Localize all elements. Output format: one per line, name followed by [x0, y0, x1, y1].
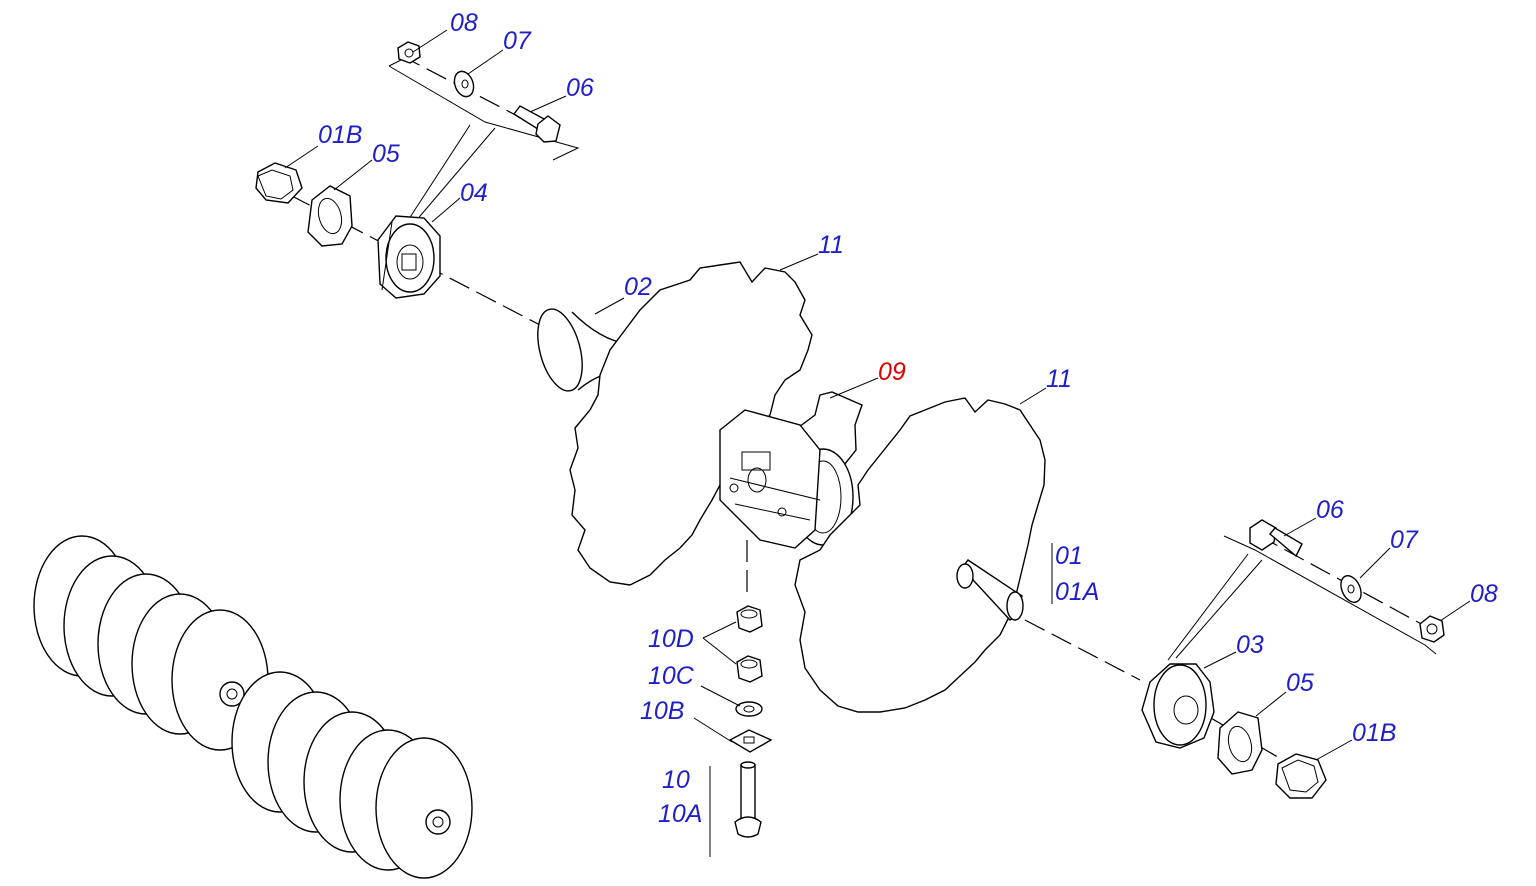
callout-05-right: 05: [1286, 669, 1314, 697]
callout-01: 01: [1055, 542, 1083, 570]
callout-01B-left: 01B: [318, 121, 362, 149]
nut-01B-right: [1275, 753, 1327, 799]
callout-leaders: [284, 29, 1471, 761]
callout-09: 09: [878, 358, 906, 386]
hub-03: [1141, 663, 1215, 749]
callout-08-right: 08: [1470, 580, 1498, 608]
callout-03: 03: [1236, 631, 1264, 659]
bolt-06-right: [1249, 519, 1303, 558]
gasket-05-right: [1217, 711, 1263, 775]
nut-10D-upper: [736, 605, 763, 633]
callout-labels: 08 07 06 01B 05 04 02 11 09 11 01 01A 06…: [318, 9, 1498, 828]
bracket-line-right: [1223, 535, 1437, 655]
nut-10D-lower: [736, 655, 763, 683]
callout-01A: 01A: [1055, 578, 1099, 606]
callout-01B-right: 01B: [1352, 719, 1396, 747]
plate-10B: [728, 729, 773, 753]
thumb-disc-group-lower: [231, 671, 473, 879]
nut-08-right: [1419, 615, 1445, 643]
bolt-06-top: [512, 105, 561, 143]
callout-04: 04: [460, 179, 488, 207]
callout-10B: 10B: [640, 697, 684, 725]
callout-10: 10: [662, 766, 690, 794]
callout-11-left: 11: [818, 231, 844, 259]
axle-01: [956, 543, 1141, 681]
gasket-05-left: [307, 185, 353, 247]
thumb-disc-group-upper: [33, 535, 269, 751]
frame-09: [719, 391, 863, 600]
right-hub-group: [1141, 663, 1327, 799]
callout-07-right: 07: [1390, 526, 1419, 554]
hub-04: [377, 215, 441, 299]
washer-10C: [735, 701, 763, 717]
disc-11-right: [794, 397, 1046, 713]
callout-10D: 10D: [648, 625, 694, 653]
washer-07-top: [453, 70, 475, 98]
bolt-stack-10: [702, 605, 773, 857]
washer-07-right: [1340, 575, 1362, 603]
callout-07-top: 07: [503, 27, 532, 55]
callout-08-top: 08: [450, 9, 478, 37]
callout-02: 02: [624, 273, 652, 301]
assembly-overview-thumbnail: [33, 535, 473, 879]
top-bolt-group: [388, 41, 580, 226]
callout-05-left: 05: [372, 140, 400, 168]
nut-08-top: [397, 41, 421, 64]
callout-06-right: 06: [1316, 496, 1344, 524]
callout-11-right: 11: [1046, 365, 1072, 393]
callout-06-top: 06: [566, 74, 594, 102]
left-hub-group: [255, 162, 541, 326]
callout-10A: 10A: [658, 800, 702, 828]
bracket-line-top: [388, 65, 580, 161]
callout-10C: 10C: [648, 662, 695, 690]
nut-01B-left: [255, 162, 303, 204]
right-bolt-group: [1167, 519, 1445, 661]
bolt-10: [734, 761, 762, 838]
